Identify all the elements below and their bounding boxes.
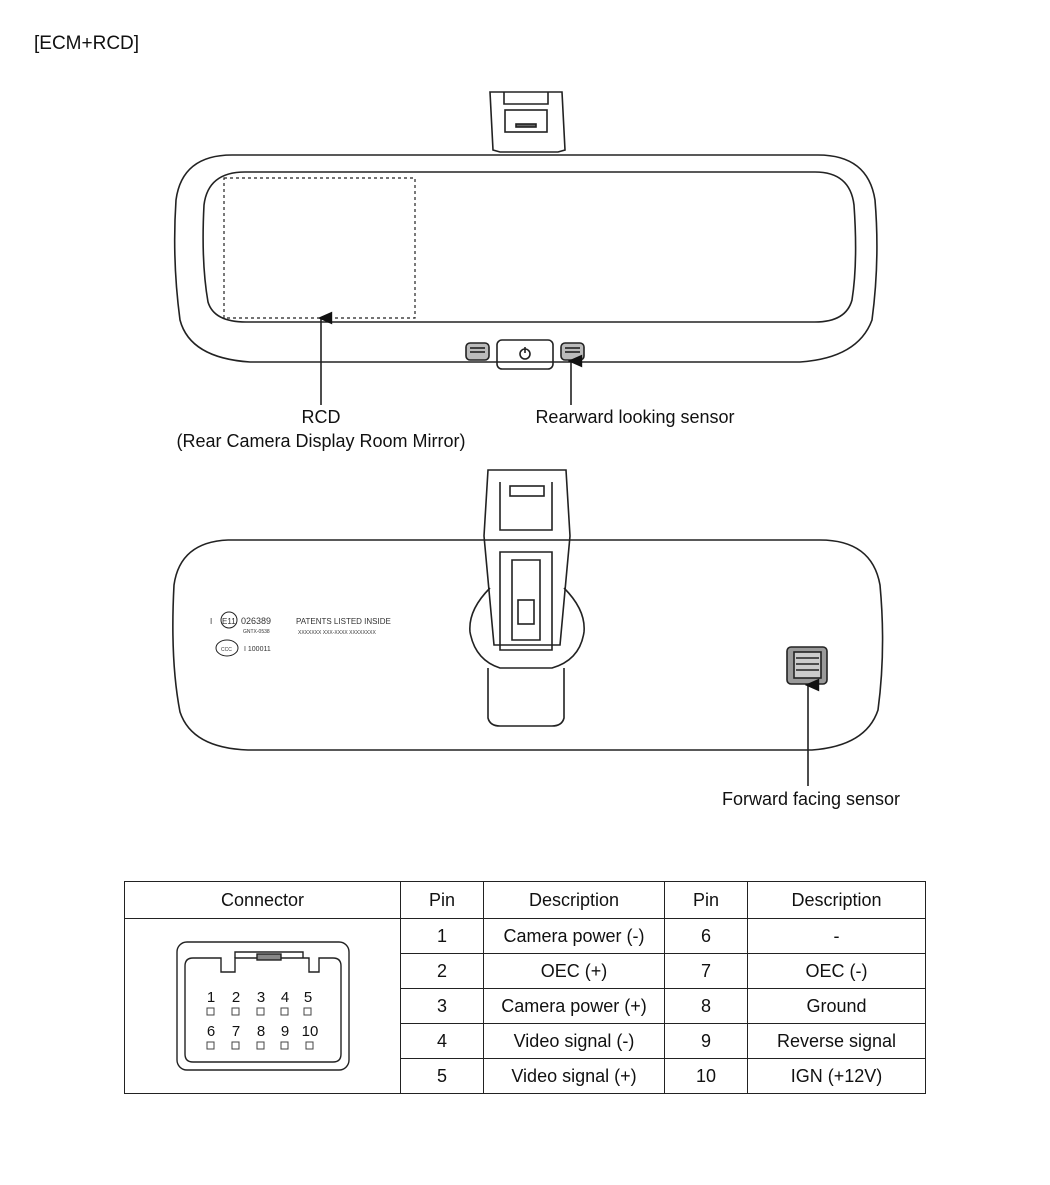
connector-pin-label-3: 3: [256, 989, 264, 1006]
row2-pin-a: 2: [400, 953, 484, 989]
mirror-diagram: I E11 026389 GNTX-0538 PATENTS LISTED IN…: [172, 91, 884, 786]
row5-desc-b: IGN (+12V): [747, 1058, 926, 1094]
row3-pin-b: 8: [664, 988, 748, 1024]
row3-desc-b: Ground: [747, 988, 926, 1024]
header-description-a: Description: [483, 881, 665, 919]
marking-approval-number: 026389: [241, 616, 271, 626]
mirror-back-view: [172, 469, 884, 751]
row2-desc-a: OEC (+): [483, 953, 665, 989]
mirror-front-view: [173, 91, 878, 370]
rcd-callout: RCD (Rear Camera Display Room Mirror): [150, 405, 492, 453]
header-pin-a: Pin: [400, 881, 484, 919]
row3-pin-a: 3: [400, 988, 484, 1024]
row3-desc-a: Camera power (+): [483, 988, 665, 1024]
row1-desc-a: Camera power (-): [483, 918, 665, 954]
row4-pin-b: 9: [664, 1023, 748, 1059]
connector-pin-label-8: 8: [256, 1023, 264, 1040]
row4-desc-a: Video signal (-): [483, 1023, 665, 1059]
row5-pin-a: 5: [400, 1058, 484, 1094]
row5-pin-b: 10: [664, 1058, 748, 1094]
rcd-title: RCD: [301, 407, 341, 427]
table-row: 2 OEC (+) 7 OEC (-): [125, 953, 926, 989]
connector-pin-table: Connector Pin Description Pin Descriptio…: [124, 881, 926, 1094]
row5-desc-a: Video signal (+): [483, 1058, 665, 1094]
connector-drawing: 1 2 3 4 5 6 7 8 9 10: [175, 941, 350, 1071]
connector-pin-label-6: 6: [206, 1023, 214, 1040]
row2-pin-b: 7: [664, 953, 748, 989]
marking-letter-i: I: [210, 617, 212, 626]
marking-sub-code: GNTX-0538: [243, 629, 270, 635]
marking-ccc: CCC: [221, 647, 232, 653]
row1-pin-b: 6: [664, 918, 748, 954]
connector-pin-label-4: 4: [280, 989, 288, 1006]
row4-pin-a: 4: [400, 1023, 484, 1059]
table-header-row: Connector Pin Description Pin Descriptio…: [124, 881, 926, 919]
connector-pin-label-10: 10: [301, 1023, 318, 1040]
connector-pin-label-1: 1: [206, 989, 214, 1006]
table-row: 3 Camera power (+) 8 Ground: [125, 988, 926, 1024]
header-pin-b: Pin: [664, 881, 748, 919]
row2-desc-b: OEC (-): [747, 953, 926, 989]
rcd-subtitle: (Rear Camera Display Room Mirror): [176, 431, 466, 451]
row4-desc-b: Reverse signal: [747, 1023, 926, 1059]
rearward-sensor-label: Rearward looking sensor: [535, 407, 735, 427]
connector-pin-label-5: 5: [303, 989, 311, 1006]
marking-patents: PATENTS LISTED INSIDE: [296, 617, 391, 626]
connector-pin-label-7: 7: [231, 1023, 239, 1040]
header-connector: Connector: [124, 881, 401, 919]
forward-sensor-label: Forward facing sensor: [721, 789, 901, 809]
connector-pin-label-2: 2: [231, 989, 239, 1006]
table-row: 1 2 3 4 5 6 7 8 9 10 1 Camera power (-): [124, 918, 926, 1094]
marking-approval-mark: E11: [222, 617, 236, 626]
header-description-b: Description: [747, 881, 926, 919]
page-heading: [ECM+RCD]: [34, 33, 140, 54]
connector-pin-label-9: 9: [280, 1023, 288, 1040]
marking-cert-number: I 100011: [244, 646, 271, 653]
connector-drawing-cell: 1 2 3 4 5 6 7 8 9 10: [124, 918, 401, 1094]
row1-desc-b: -: [747, 918, 926, 954]
row1-pin-a: 1: [400, 918, 484, 954]
marking-patent-numbers: XXXXXXX XXX-XXXX XXXXXXXX: [298, 630, 376, 636]
table-row: 5 Video signal (+) 10 IGN (+12V): [125, 1058, 926, 1094]
